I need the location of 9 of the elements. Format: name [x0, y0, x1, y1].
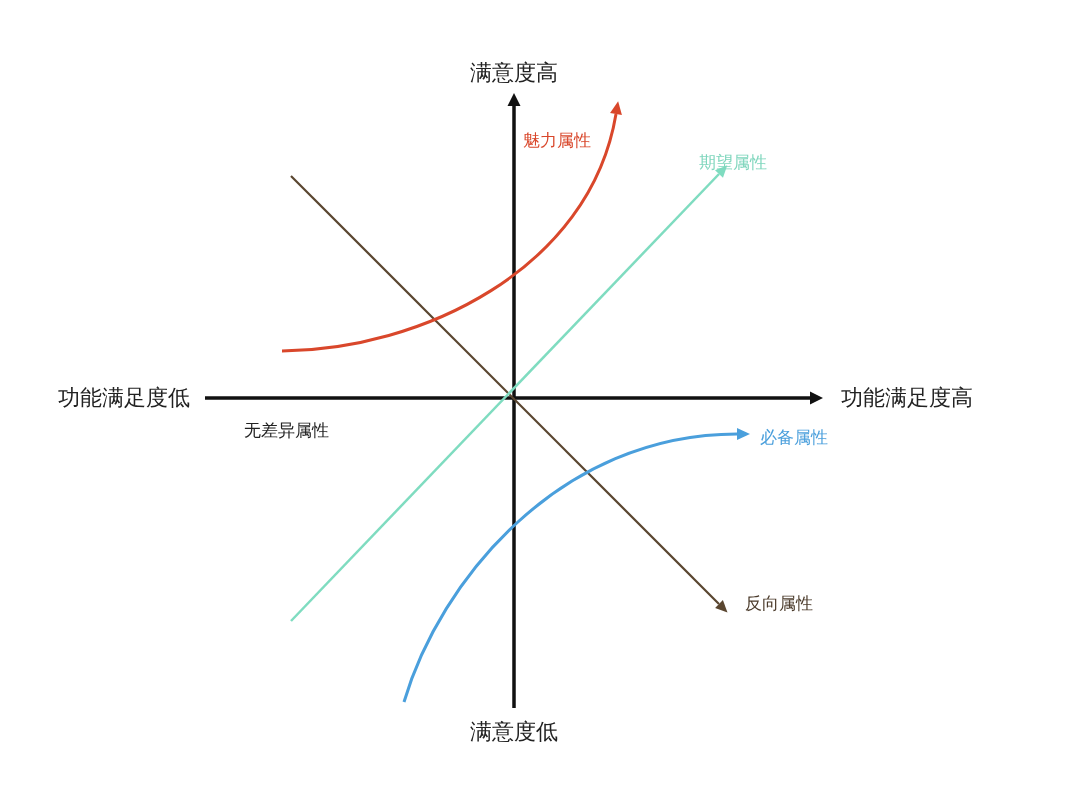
- curve-label: 必备属性: [760, 427, 828, 447]
- attribute-label: 无差异属性: [244, 420, 329, 440]
- curve-label: 期望属性: [699, 152, 767, 172]
- curve-label: 魅力属性: [523, 130, 591, 150]
- curve-label: 反向属性: [745, 593, 813, 613]
- axis-label: 满意度高: [470, 60, 558, 86]
- axis-label: 功能满足度低: [58, 385, 190, 411]
- axis-label: 满意度低: [470, 719, 558, 745]
- axis-label: 功能满足度高: [841, 385, 973, 411]
